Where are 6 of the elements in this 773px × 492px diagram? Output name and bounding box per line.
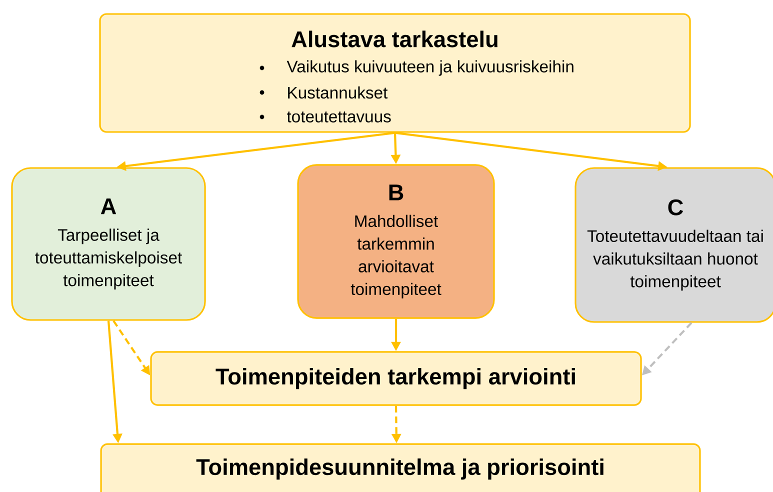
process-box: Alustava tarkastelu Vaikutus kuivuuteen ja kuivuusriskeihin Kustannukset toteutettavuus <box>99 13 691 133</box>
process-box: B Mahdolliset tarkemmin arvioitavat toimenpiteet <box>297 164 495 319</box>
process-box: Toimenpiteiden tarkempi arviointi <box>150 351 642 406</box>
process-box: C Toteutettavuudeltaan tai vaikutuksiltaan huonot toimenpiteet <box>574 167 773 323</box>
process-box: A Tarpeelliset ja toteuttamiskelpoiset toimenpiteet <box>11 167 206 321</box>
process-box: Toimenpidesuunnitelma ja priorisointi <box>100 443 701 492</box>
